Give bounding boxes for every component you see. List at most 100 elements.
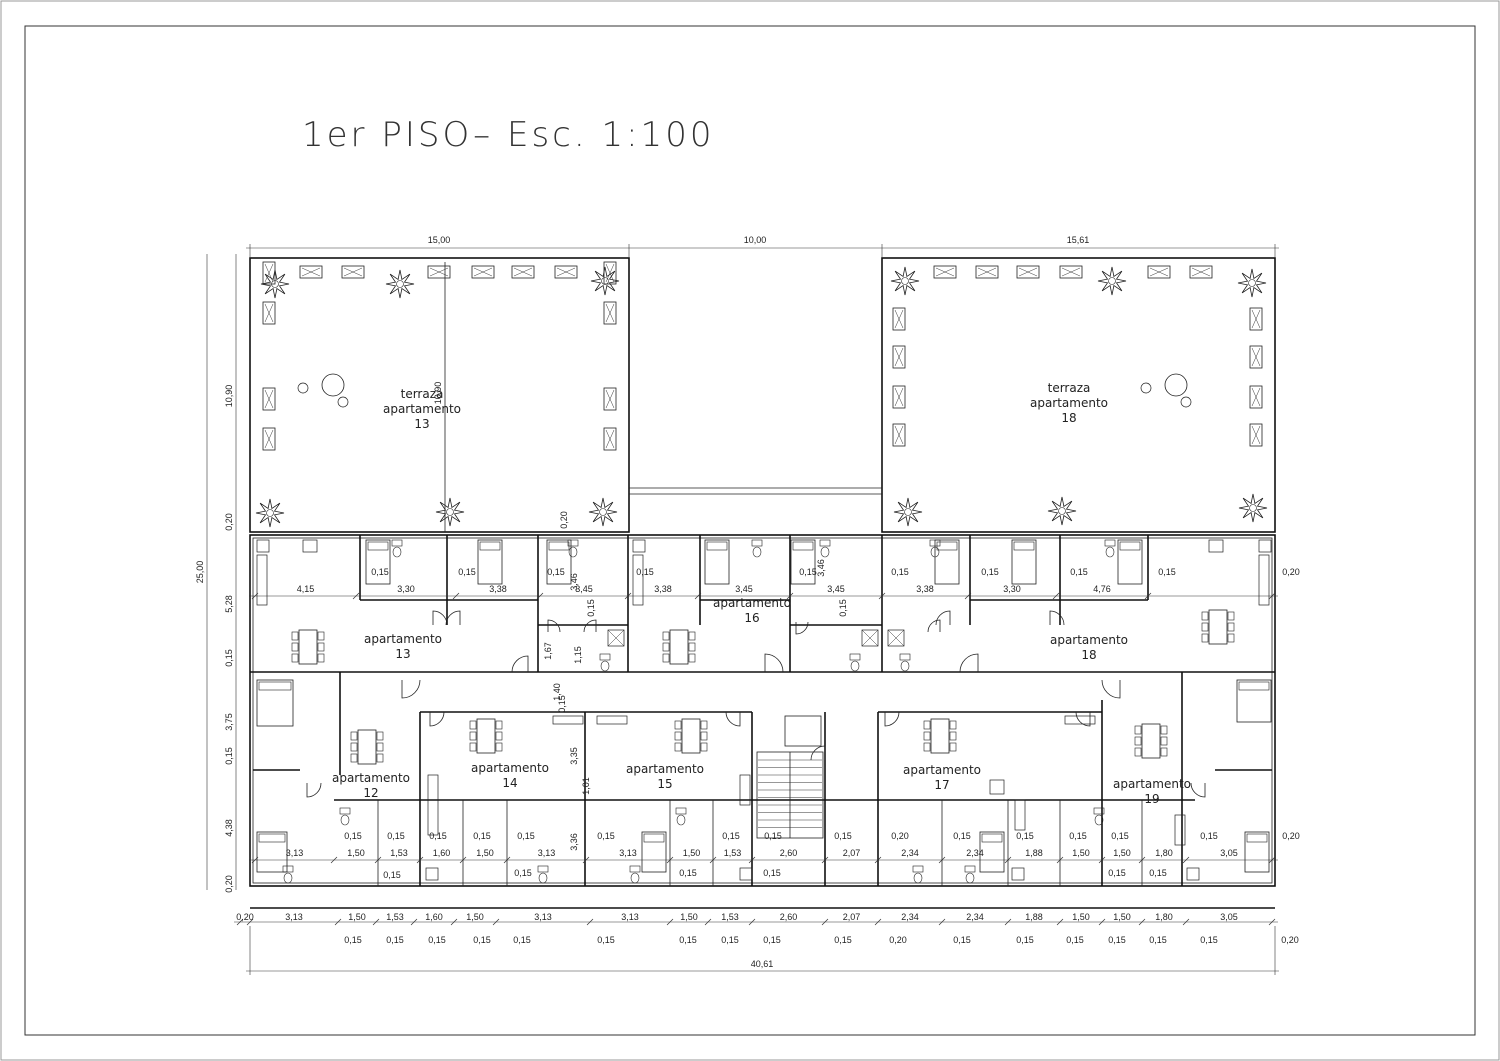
toilet-tank-icon bbox=[282, 865, 294, 873]
dimension-tick bbox=[1098, 856, 1106, 864]
chair-icon bbox=[674, 742, 682, 752]
plant-icon bbox=[588, 497, 618, 527]
dim-bottom2-18: 0,20 bbox=[1281, 935, 1299, 945]
dim-bottom2-10: 0,15 bbox=[834, 935, 852, 945]
chair-icon bbox=[469, 742, 477, 752]
dining-table-icon bbox=[298, 629, 318, 665]
dim-bottom2-8: 0,15 bbox=[721, 935, 739, 945]
door-swing-icon bbox=[583, 619, 597, 633]
shower-drain-icon bbox=[887, 629, 905, 647]
dim-bottom2-15: 0,15 bbox=[1108, 935, 1126, 945]
dim-lower-6: 3,13 bbox=[538, 848, 556, 858]
chair-icon bbox=[495, 742, 503, 752]
plant-icon bbox=[385, 269, 415, 299]
plant-icon bbox=[435, 497, 465, 527]
planter-icon bbox=[1249, 345, 1263, 369]
chair-icon bbox=[923, 742, 931, 752]
dim-int-11: 3,35 bbox=[569, 747, 579, 765]
plant-center-icon bbox=[901, 277, 909, 285]
planter-hatch-icon bbox=[473, 267, 493, 277]
dimension-tick bbox=[330, 856, 338, 864]
dim-interior-small: 0,15 bbox=[763, 868, 781, 878]
dimension-tick bbox=[1182, 856, 1190, 864]
chair-icon bbox=[291, 631, 299, 641]
chair-icon bbox=[1160, 725, 1168, 735]
planter-icon bbox=[603, 261, 617, 285]
kitchen-counter-icon bbox=[739, 774, 751, 806]
dim-lower-2: 1,50 bbox=[347, 848, 365, 858]
plant-icon bbox=[255, 498, 285, 528]
umbrella-table-icon bbox=[321, 373, 345, 397]
plant-center-icon bbox=[1249, 504, 1257, 512]
apartment-18-label: apartamento bbox=[1050, 633, 1128, 647]
toilet-tank-icon bbox=[537, 865, 549, 873]
plant-center-icon bbox=[396, 280, 404, 288]
chair-icon bbox=[949, 731, 957, 741]
plant-icon bbox=[890, 266, 920, 296]
dim-overall-height: 25,00 bbox=[195, 561, 205, 584]
dim-upper-wall-9: 0,15 bbox=[1158, 567, 1176, 577]
dim-interior-small: 0,15 bbox=[383, 870, 401, 880]
dim-lower-8: 1,50 bbox=[683, 848, 701, 858]
planter-icon bbox=[603, 427, 617, 451]
pillow-icon bbox=[258, 681, 292, 691]
dim-bottom1-7: 3,13 bbox=[534, 912, 552, 922]
planter-icon bbox=[427, 265, 451, 279]
chair-icon bbox=[674, 731, 682, 741]
dimension-tick bbox=[372, 918, 380, 926]
planter-hatch-icon bbox=[605, 303, 615, 323]
courtyard-void bbox=[629, 487, 882, 495]
toilet-icon bbox=[283, 872, 293, 884]
chair-icon bbox=[376, 753, 384, 763]
dim-left-7: 4,38 bbox=[224, 819, 234, 837]
dim-lower-12: 2,34 bbox=[901, 848, 919, 858]
dining-table-icon bbox=[1208, 609, 1228, 645]
dimension-top: 15,00 10,00 15,61 bbox=[246, 235, 1279, 258]
apartment-13-label: apartamento bbox=[364, 632, 442, 646]
bed-icon bbox=[934, 539, 960, 585]
dim-lower-9: 1,53 bbox=[724, 848, 742, 858]
bed-icon bbox=[641, 831, 667, 873]
dim-bottom2-6: 0,15 bbox=[597, 935, 615, 945]
dim-upper-wall-4: 0,15 bbox=[636, 567, 654, 577]
toilet-tank-icon bbox=[929, 539, 941, 547]
dim-bottom1-17: 1,50 bbox=[1113, 912, 1131, 922]
kitchen-counter-icon bbox=[1174, 814, 1186, 846]
planter-icon bbox=[1189, 265, 1213, 279]
dim-lower-18: 3,05 bbox=[1220, 848, 1238, 858]
chair-icon bbox=[350, 753, 358, 763]
door-swing-icon bbox=[547, 619, 561, 633]
dimension-tick bbox=[503, 856, 511, 864]
dim-bottom2-1: 0,15 bbox=[344, 935, 362, 945]
bed-icon bbox=[704, 539, 730, 585]
dim-int-4: 0,15 bbox=[586, 599, 596, 617]
kitchen-counter-icon bbox=[1014, 799, 1026, 831]
dim-lower-17: 1,80 bbox=[1155, 848, 1173, 858]
planter-hatch-icon bbox=[894, 387, 904, 407]
door-swing-icon bbox=[306, 782, 322, 798]
kitchen-counter-icon bbox=[632, 554, 644, 606]
toilet-icon bbox=[340, 814, 350, 826]
dim-upper-wall-7: 0,15 bbox=[981, 567, 999, 577]
dim-lower-13: 2,34 bbox=[966, 848, 984, 858]
pillow-icon bbox=[792, 541, 814, 551]
dimension-tick bbox=[1098, 918, 1106, 926]
chair-icon bbox=[350, 731, 358, 741]
dim-int-8: 1,15 bbox=[573, 646, 583, 664]
plant-center-icon bbox=[266, 509, 274, 517]
toilet-tank-icon bbox=[599, 653, 611, 661]
dim-bottom1-16: 1,50 bbox=[1072, 912, 1090, 922]
dim-upper-6: 3,45 bbox=[735, 584, 753, 594]
dim-bottom2-9: 0,15 bbox=[763, 935, 781, 945]
bed-icon bbox=[256, 831, 288, 873]
plant-icon bbox=[1047, 496, 1077, 526]
dimension-tick bbox=[1056, 856, 1064, 864]
dim-lower-wall-9: 0,15 bbox=[834, 831, 852, 841]
plant-icon bbox=[1237, 268, 1267, 298]
planter-icon bbox=[262, 387, 276, 411]
stove-icon bbox=[1258, 539, 1272, 553]
shower-drain-icon bbox=[861, 629, 879, 647]
chair-icon bbox=[1160, 736, 1168, 746]
dim-bottom2-16: 0,15 bbox=[1149, 935, 1167, 945]
